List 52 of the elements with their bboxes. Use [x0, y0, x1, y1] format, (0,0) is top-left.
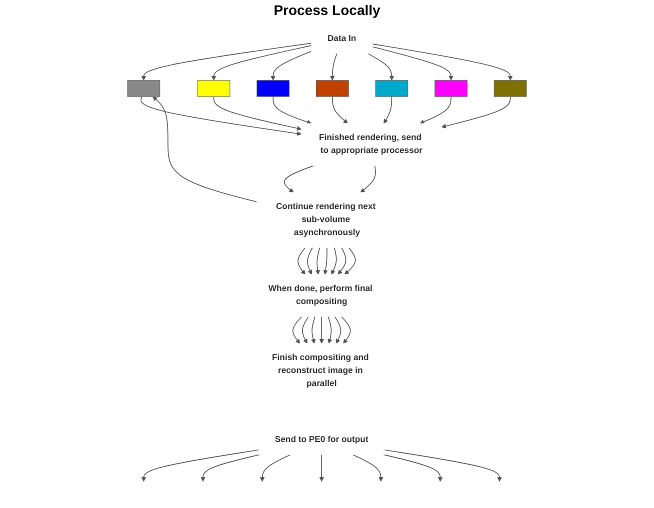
arrow [323, 247, 328, 275]
arrow [319, 316, 324, 344]
arrow [319, 454, 324, 482]
arrow [328, 316, 332, 344]
arrow [213, 96, 302, 131]
node-box [434, 80, 468, 97]
node-text: Send to PE0 for output [274, 435, 368, 444]
arrow [141, 450, 260, 482]
arrow [340, 316, 351, 344]
arrow [441, 96, 511, 128]
arrow [310, 316, 316, 344]
arrow [272, 96, 312, 124]
arrow [152, 96, 258, 202]
arrow [338, 247, 346, 275]
node-text: Finished rendering, send to appropriate processor [318, 133, 423, 156]
arrow [372, 44, 513, 81]
arrow [307, 247, 313, 275]
node-box [316, 80, 349, 97]
note-text: Process Locally [274, 2, 380, 18]
arrow [200, 454, 260, 482]
node-text: When done, perform final compositing [268, 284, 372, 306]
node-box [375, 80, 408, 97]
arrow [384, 450, 502, 482]
arrow [140, 96, 302, 136]
arrow [382, 454, 443, 482]
node-text: Finish compositing and reconstruct image in parallel [272, 353, 369, 388]
node-box [494, 80, 527, 97]
arrow [330, 53, 338, 81]
arrow [384, 96, 392, 124]
arrow [292, 316, 302, 344]
arrow [331, 247, 337, 275]
node-box [127, 80, 160, 97]
arrow [372, 46, 454, 81]
arrow [332, 96, 348, 124]
arrow [284, 165, 314, 193]
node-box [256, 80, 290, 97]
node-text: Data In [327, 34, 356, 44]
arrow [352, 454, 384, 482]
node-box [197, 80, 230, 97]
arrow [270, 50, 312, 81]
arrow [360, 165, 376, 193]
arrow [367, 53, 394, 81]
arrow [298, 247, 306, 275]
arrow [302, 316, 309, 344]
arrow [260, 454, 292, 482]
arrow [211, 45, 312, 81]
arrow [420, 96, 452, 124]
arrow [315, 247, 320, 275]
arrow [141, 42, 312, 81]
arrow [334, 316, 342, 344]
node-text: Continue rendering next sub-volume asynchronously [276, 202, 376, 238]
arrow [344, 247, 356, 275]
